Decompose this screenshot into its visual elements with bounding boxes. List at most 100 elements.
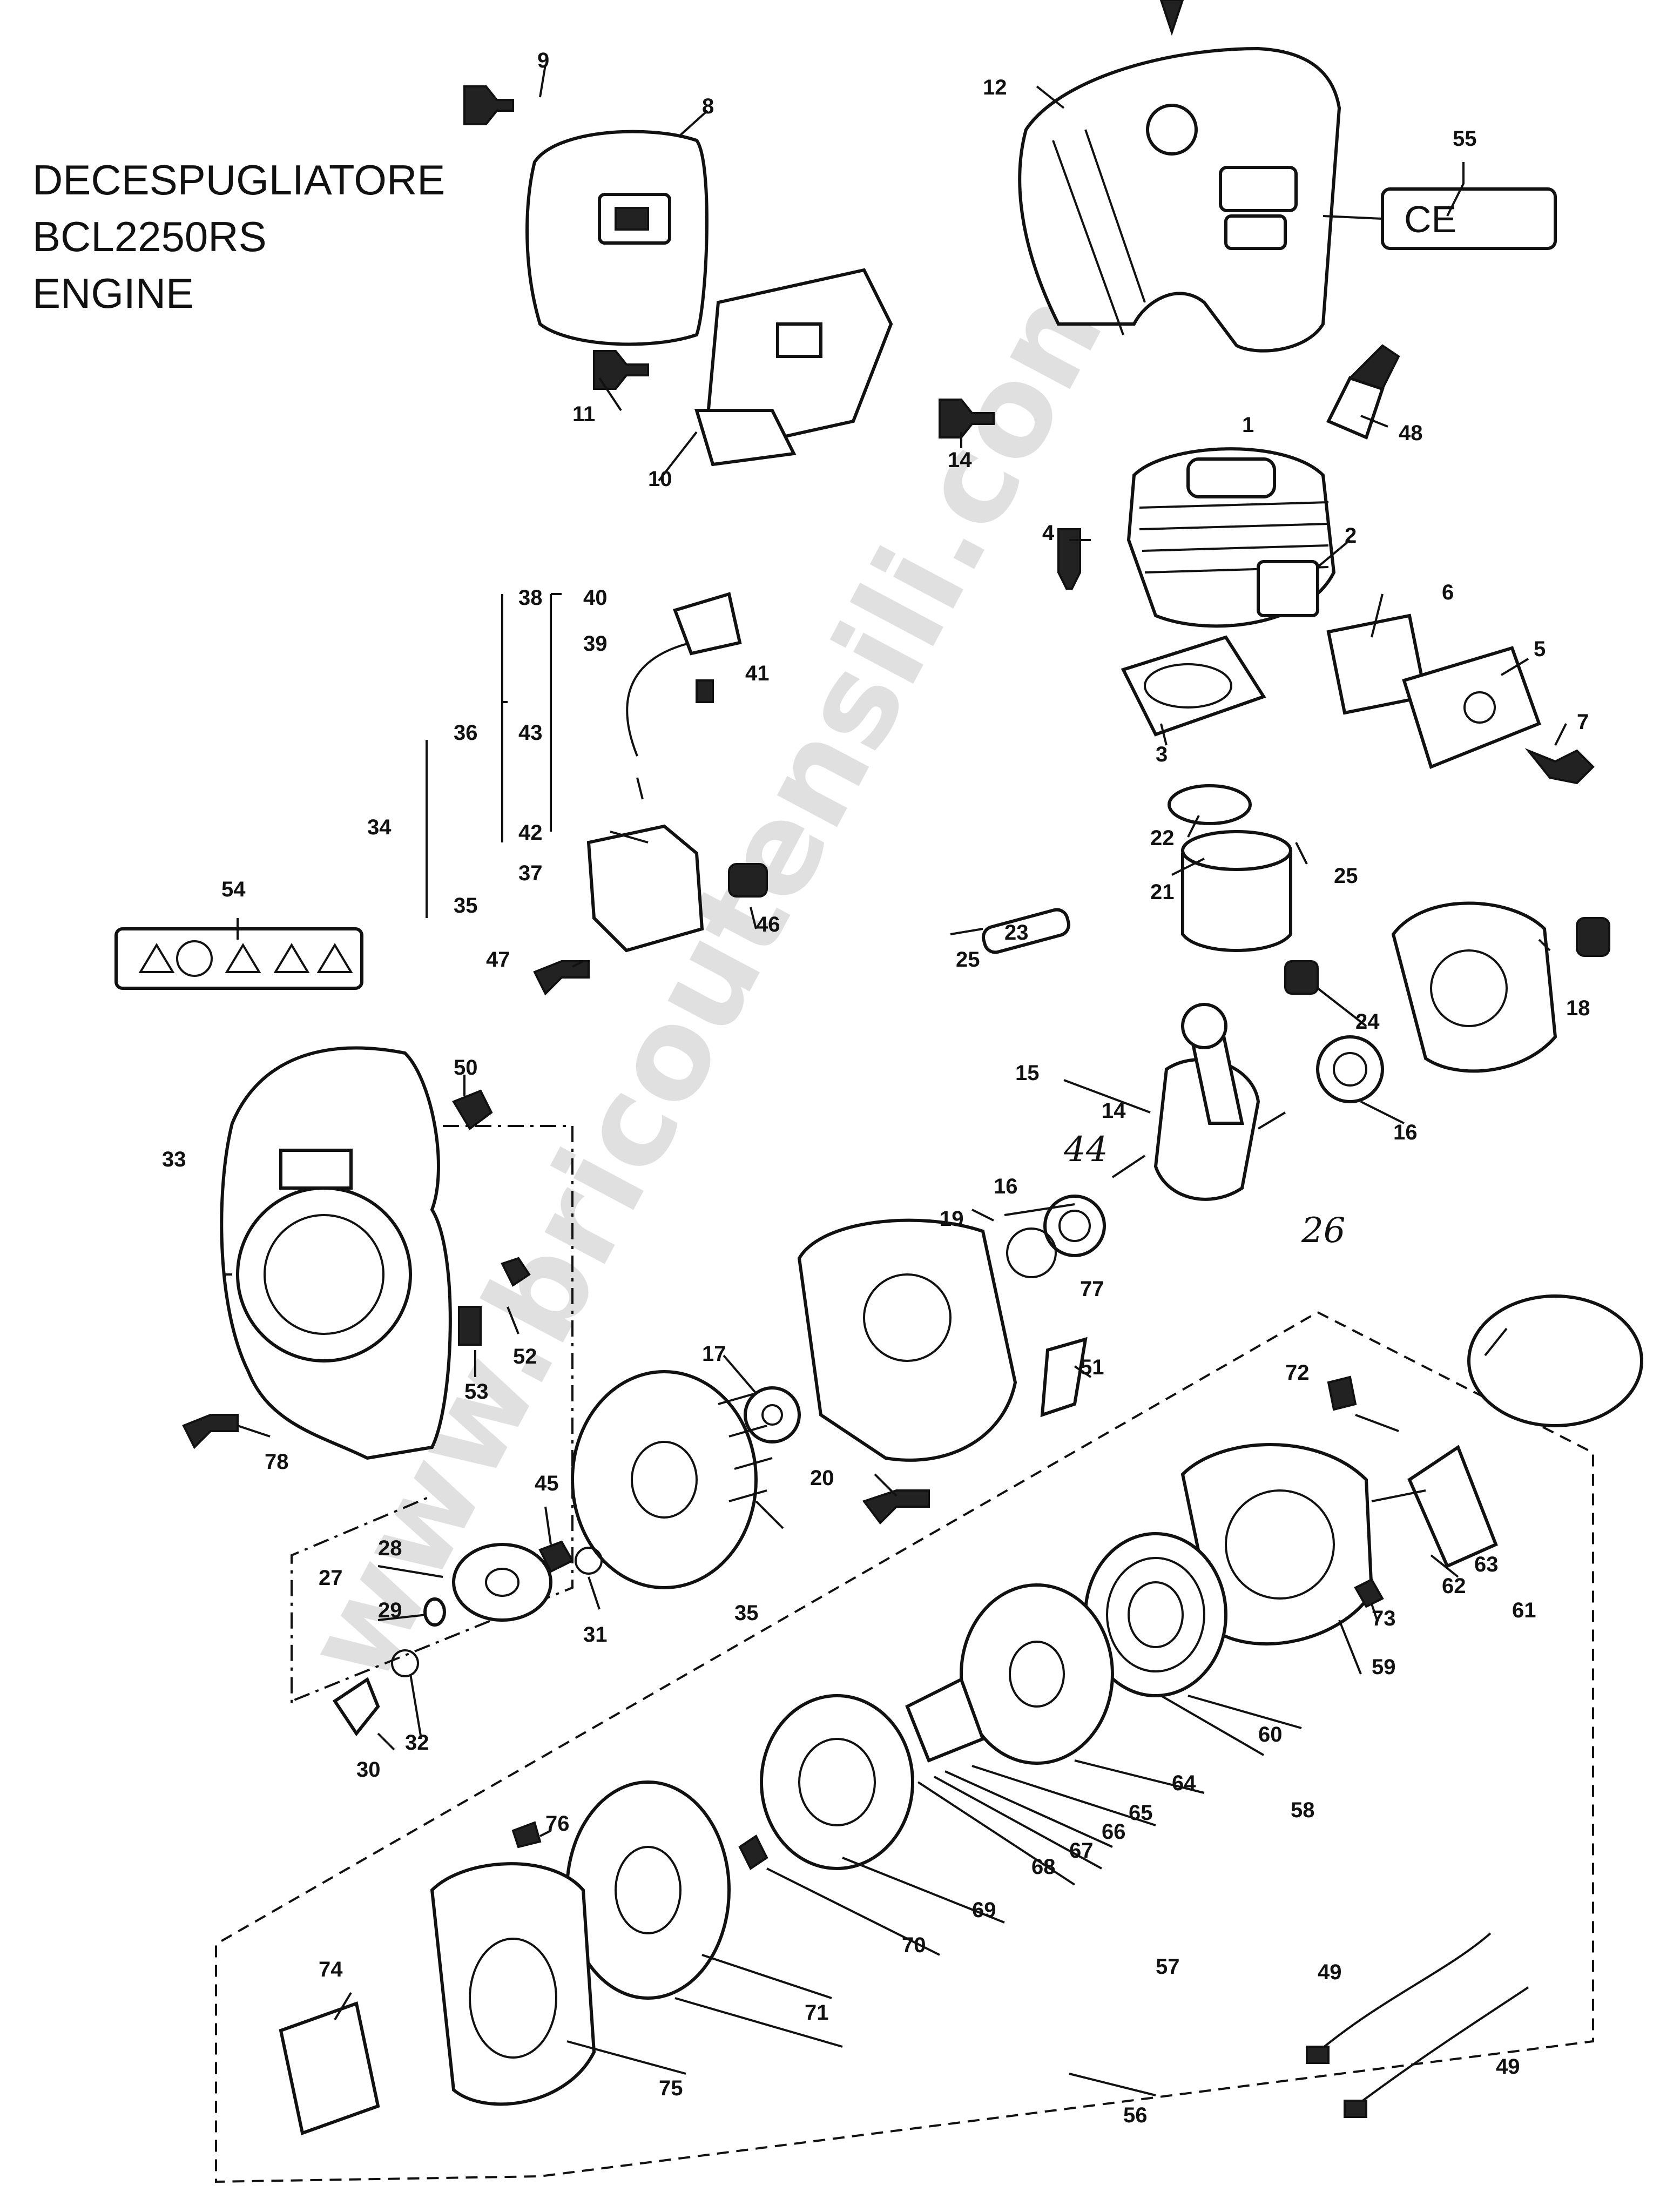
callout-52: 52 (513, 1345, 537, 1368)
callout-48: 48 (1399, 421, 1423, 445)
bolt-4-part (1057, 528, 1081, 590)
callout-50: 50 (454, 1056, 478, 1080)
callout-27: 27 (319, 1566, 343, 1590)
ce-mark-text: CE (1404, 198, 1456, 240)
nut-70-part (738, 1834, 768, 1870)
callout-23: 23 (1004, 921, 1029, 945)
piston-part (1181, 830, 1292, 952)
grommet-50-part (452, 1089, 493, 1130)
callout-5: 5 (1534, 637, 1546, 661)
callout-17: 17 (702, 1342, 726, 1366)
bearing-18-part (1576, 917, 1610, 957)
pawl-assembly-part (905, 1677, 985, 1763)
ce-label-part: CE (1323, 187, 1557, 250)
callout-74: 74 (319, 1958, 343, 1981)
stud-53-part (458, 1306, 482, 1346)
callout-25a: 25 (1334, 864, 1358, 888)
callout-53: 53 (464, 1380, 489, 1404)
diagram-title: DECESPUGLIATORE BCL2250RS ENGINE (32, 156, 445, 317)
piston-ring-part (1168, 784, 1252, 825)
callout-75: 75 (659, 2076, 683, 2100)
nut-45-part (538, 1540, 574, 1573)
callout-57: 57 (1156, 1955, 1180, 1979)
washer-32-part (391, 1649, 419, 1677)
callout-46: 46 (756, 913, 780, 936)
starter-cover-part (565, 1780, 731, 2000)
callout-35b: 35 (734, 1601, 759, 1625)
callout-16b: 16 (994, 1175, 1018, 1198)
callout-35a: 35 (454, 894, 478, 918)
bracket-51-part (1040, 1337, 1088, 1418)
callout-9: 9 (537, 49, 549, 72)
callout-58: 58 (1291, 1798, 1315, 1822)
callout-20: 20 (810, 1466, 834, 1490)
heat-shield-part (593, 268, 893, 467)
title-line-3: ENGINE (32, 269, 194, 317)
callout-11: 11 (572, 402, 595, 426)
callout-1: 1 (1242, 413, 1254, 437)
callout-30: 30 (356, 1758, 381, 1782)
flywheel-part (571, 1370, 773, 1589)
callout-62: 62 (1442, 1574, 1466, 1598)
callout-76: 76 (545, 1812, 570, 1836)
callout-38: 38 (518, 586, 543, 610)
cylinder-gasket-part (1121, 635, 1266, 737)
crankcase-left-part (797, 1218, 1017, 1462)
callout-33: 33 (162, 1148, 186, 1171)
callout-25b: 25 (956, 948, 980, 972)
bolt-7-part (1524, 748, 1595, 785)
muffler-part (463, 85, 709, 346)
callout-12: 12 (983, 76, 1007, 99)
starter-pulley-part (760, 1694, 914, 1870)
clutch-part (452, 1543, 552, 1622)
callout-63: 63 (1474, 1553, 1499, 1576)
callout-56: 56 (1123, 2103, 1148, 2127)
title-line-1: DECESPUGLIATORE (32, 156, 445, 204)
ignition-coil-part (426, 592, 742, 953)
clutch-spring-29-part (423, 1597, 446, 1627)
callout-45: 45 (535, 1472, 559, 1495)
spark-plug-part (1326, 344, 1400, 440)
bolt-78-part (182, 1414, 239, 1449)
callout-16a: 16 (1393, 1121, 1418, 1144)
warning-label-part (114, 927, 363, 990)
callout-64: 64 (1172, 1771, 1196, 1795)
callout-7: 7 (1577, 710, 1589, 734)
callout-31: 31 (583, 1623, 608, 1647)
screw-72-part (1327, 1375, 1357, 1411)
bolt-47-part (533, 960, 590, 996)
callout-8: 8 (702, 95, 714, 118)
callout-39: 39 (583, 632, 608, 656)
callout-29: 29 (378, 1598, 402, 1622)
bolt-20-part (862, 1489, 930, 1525)
callout-21: 21 (1150, 880, 1175, 904)
callout-36: 36 (454, 721, 478, 745)
spacer-46-part (728, 863, 768, 898)
callout-4: 4 (1042, 521, 1055, 545)
callout-22: 22 (1150, 826, 1175, 850)
callout-70: 70 (902, 1933, 926, 1957)
leader-lines (224, 64, 1567, 2096)
callout-18: 18 (1566, 996, 1590, 1020)
washer-17-part (744, 1386, 801, 1443)
callout-3: 3 (1156, 743, 1168, 766)
nut-52-part (501, 1257, 531, 1287)
callout-69: 69 (972, 1898, 996, 1922)
callout-24: 24 (1355, 1010, 1380, 1034)
engine-cover-part (1018, 0, 1341, 353)
plate-74-part (279, 2001, 380, 2135)
callout-19: 19 (940, 1207, 964, 1231)
callout-40: 40 (583, 586, 608, 610)
crankshaft-part (1111, 1003, 1286, 1201)
callout-10: 10 (648, 467, 672, 491)
bearing-16b-part (1043, 1195, 1106, 1257)
fan-housing-part (220, 1046, 452, 1460)
callout-55: 55 (1453, 127, 1477, 151)
piston-pin-part (982, 908, 1070, 954)
callout-numbers: 9 8 12 55 11 10 14 48 1 4 2 6 5 7 3 22 2… (162, 49, 1590, 2127)
snap-ring-19-part (1006, 1227, 1057, 1278)
clutch-drum-housing-part (430, 1862, 596, 2106)
callout-66: 66 (1102, 1820, 1126, 1844)
callout-42: 42 (518, 821, 543, 845)
